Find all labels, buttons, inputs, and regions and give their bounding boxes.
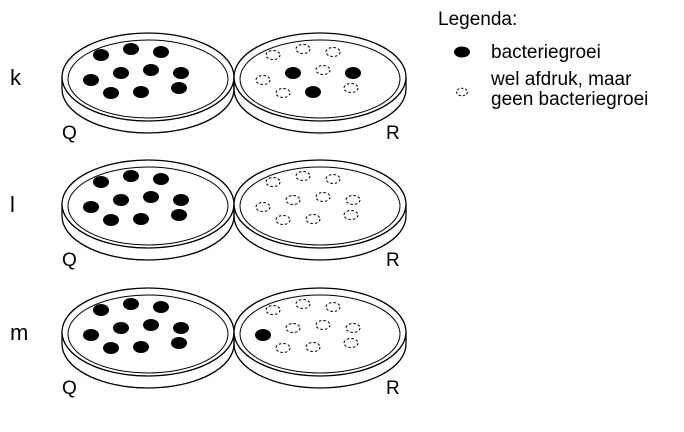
colony-growth bbox=[173, 322, 189, 334]
colony-growth bbox=[113, 67, 129, 79]
colony-growth bbox=[153, 301, 169, 313]
colony-growth bbox=[123, 298, 139, 310]
plate-label-q: Q bbox=[62, 123, 77, 144]
legend-growth-label: bacteriegroei bbox=[491, 42, 601, 63]
petri-dish-r: R bbox=[234, 160, 406, 271]
colony-growth bbox=[83, 74, 99, 86]
colony-growth bbox=[173, 194, 189, 206]
colony-growth bbox=[133, 213, 149, 225]
legend-item-print: wel afdruk, maar geen bacteriegroei bbox=[457, 69, 649, 110]
colony-growth bbox=[83, 329, 99, 341]
legend-item-growth: bacteriegroei bbox=[454, 42, 601, 63]
colony-growth bbox=[103, 214, 119, 226]
legend: Legenda: bacteriegroei wel afdruk, maar … bbox=[438, 9, 648, 110]
row-0: kQ R bbox=[10, 33, 406, 144]
row-label: l bbox=[10, 192, 15, 217]
colony-growth bbox=[113, 194, 129, 206]
petri-dish-q: Q bbox=[62, 160, 234, 271]
colony-growth bbox=[171, 82, 187, 94]
petri-dish-q: Q bbox=[62, 288, 234, 399]
legend-print-label-line2: geen bacteriegroei bbox=[491, 89, 648, 110]
colony-growth bbox=[153, 173, 169, 185]
colony-growth bbox=[103, 342, 119, 354]
colony-growth bbox=[171, 209, 187, 221]
colony-growth bbox=[83, 201, 99, 213]
colony-growth bbox=[171, 337, 187, 349]
colony-growth bbox=[143, 319, 159, 331]
row-label: m bbox=[10, 320, 28, 345]
colony-growth bbox=[255, 329, 271, 341]
filled-colony-icon bbox=[454, 47, 470, 58]
colony-growth bbox=[153, 46, 169, 58]
colony-growth bbox=[305, 86, 321, 98]
legend-print-label-line1: wel afdruk, maar bbox=[490, 69, 632, 90]
petri-dish-r: R bbox=[234, 288, 406, 399]
colony-growth bbox=[93, 49, 109, 61]
colony-growth bbox=[143, 64, 159, 76]
colony-growth bbox=[133, 86, 149, 98]
plate-label-q: Q bbox=[62, 378, 77, 399]
legend-title: Legenda: bbox=[438, 9, 517, 30]
colony-growth bbox=[285, 67, 301, 79]
dish-rim bbox=[234, 33, 406, 121]
dish-rim bbox=[234, 160, 406, 248]
plate-label-q: Q bbox=[62, 250, 77, 271]
colony-growth bbox=[123, 43, 139, 55]
colony-growth bbox=[345, 67, 361, 79]
colony-growth bbox=[93, 176, 109, 188]
petri-dish-q: Q bbox=[62, 33, 234, 144]
petri-dish-r: R bbox=[234, 33, 406, 144]
colony-growth bbox=[123, 170, 139, 182]
colony-growth bbox=[173, 67, 189, 79]
plate-label-r: R bbox=[386, 123, 400, 144]
colony-growth bbox=[103, 87, 119, 99]
row-2: mQ R bbox=[10, 288, 406, 399]
colony-growth bbox=[143, 191, 159, 203]
row-1: lQ R bbox=[10, 160, 406, 271]
plate-label-r: R bbox=[386, 250, 400, 271]
dashed-colony-icon bbox=[457, 88, 468, 96]
plate-label-r: R bbox=[386, 378, 400, 399]
colony-growth bbox=[93, 304, 109, 316]
colony-growth bbox=[133, 341, 149, 353]
row-label: k bbox=[10, 65, 22, 90]
colony-growth bbox=[113, 322, 129, 334]
